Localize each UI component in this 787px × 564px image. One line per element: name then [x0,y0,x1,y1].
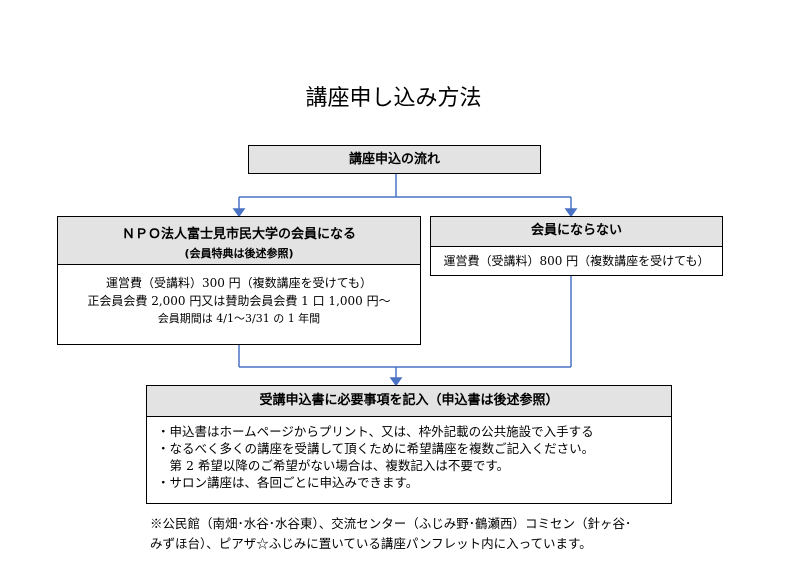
footnote-line: みずほ台）、ピアザ☆ふじみに置いている講座パンフレット内に入っています。 [150,536,592,551]
footnote-line: ※公民館（南畑･水谷･水谷東）、交流センター（ふじみ野･鶴瀬西）コミセン（針ヶ谷… [150,516,632,531]
non-member-title: 会員にならない [530,223,622,238]
page-title: 講座申し込み方法 [305,86,482,111]
member-title: ＮＰＯ法人富士見市民大学の会員になる [121,227,356,242]
non-member-box: 会員にならない 運営費（受講料）800 円（複数講座を受けても） [430,216,723,276]
list-item: ・サロン講座は、各回ごとに申込みできます。 [157,475,419,490]
apply-header: 受講申込書に必要事項を記入（申込書は後述参照） [147,386,671,417]
list-item: 第 2 希望以降のご希望がない場合は、複数記入は不要です。 [157,458,510,473]
footnote: ※公民館（南畑･水谷･水谷東）、交流センター（ふじみ野･鶴瀬西）コミセン（針ヶ谷… [150,514,710,554]
apply-title: 受講申込書に必要事項を記入（申込書は後述参照） [259,393,559,408]
flow-header-label: 講座申込の流れ [348,152,440,167]
flow-header-box: 講座申込の流れ [248,145,541,174]
member-line: 正会員会費 2,000 円又は賛助会員会費 1 口 1,000 円～ [87,294,391,308]
arrowhead-right [564,208,578,218]
list-item: ・なるべく多くの講座を受講して頂くために希望講座を複数ご記入ください。 [157,441,595,456]
member-box-body: 運営費（受講料）300 円（複数講座を受けても） 正会員会費 2,000 円又は… [58,265,420,328]
member-line: 運営費（受講料）300 円（複数講座を受けても） [105,276,373,290]
apply-box: 受講申込書に必要事項を記入（申込書は後述参照） ・申込書はホームページからプリン… [146,385,672,504]
arrowhead-left [232,208,246,218]
member-box-header: ＮＰＯ法人富士見市民大学の会員になる (会員特典は後述参照) [58,217,420,265]
member-subtitle: (会員特典は後述参照) [184,247,294,260]
list-item: ・申込書はホームページからプリント、又は、枠外記載の公共施設で入手する [157,424,594,439]
member-line: 会員期間は 4/1～3/31 の 1 年間 [157,312,321,325]
apply-list: ・申込書はホームページからプリント、又は、枠外記載の公共施設で入手する ・なるべ… [147,417,671,497]
member-box: ＮＰＯ法人富士見市民大学の会員になる (会員特典は後述参照) 運営費（受講料）3… [57,216,421,345]
arrowhead-bottom [389,377,403,387]
non-member-header: 会員にならない [431,217,722,247]
non-member-line: 運営費（受講料）800 円（複数講座を受けても） [443,254,710,268]
